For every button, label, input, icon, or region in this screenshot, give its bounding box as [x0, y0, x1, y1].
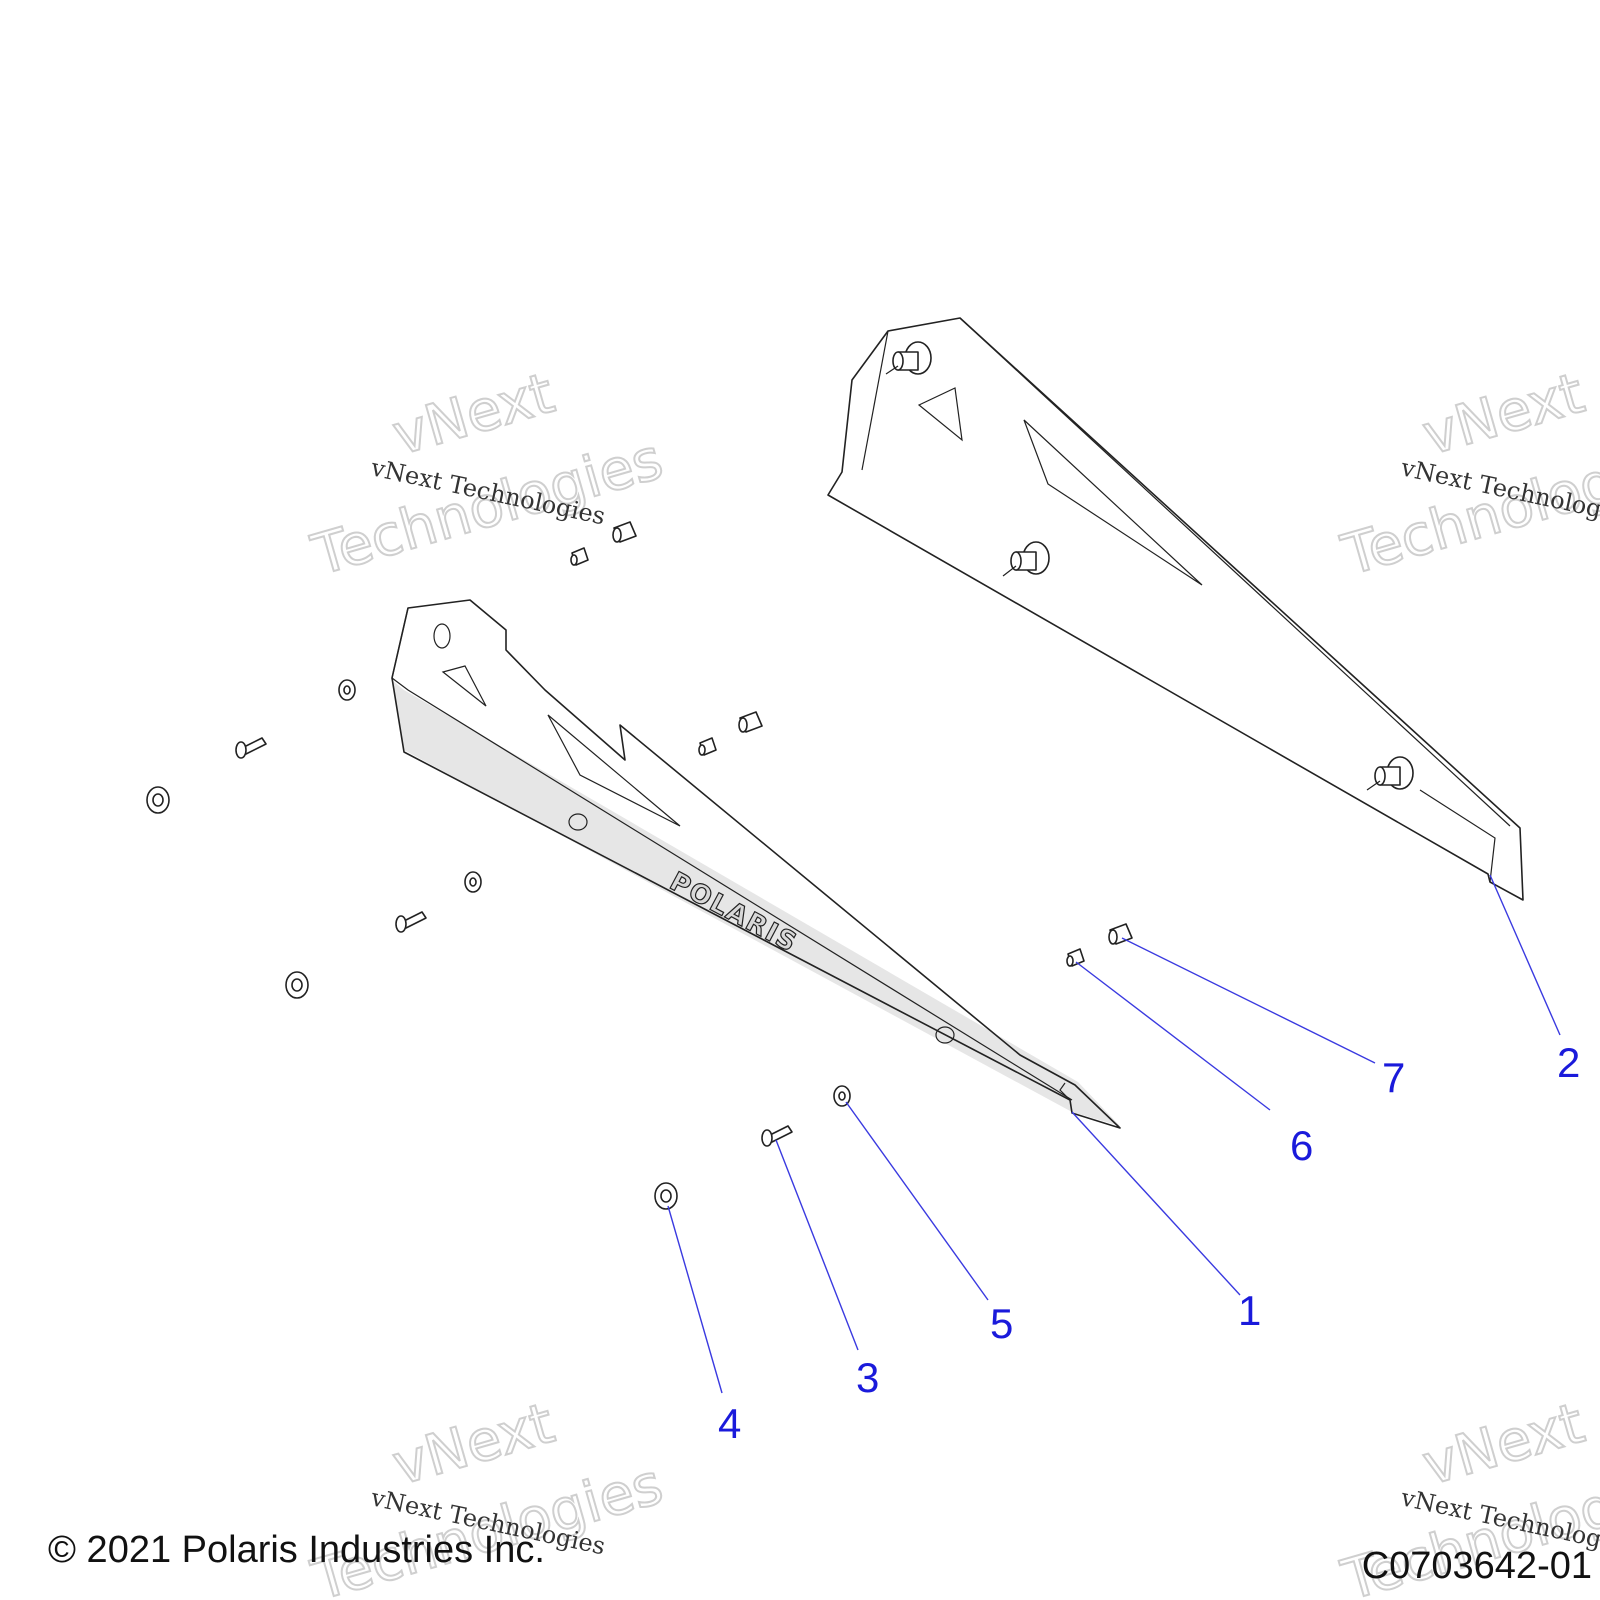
grommet-upper [146, 786, 170, 814]
callout-5[interactable]: 5 [990, 1300, 1013, 1347]
copyright-text: © 2021 Polaris Industries Inc. [48, 1529, 545, 1571]
leader-4 [667, 1205, 723, 1394]
panel-triangle-cutout [917, 387, 963, 442]
leader-3 [775, 1139, 859, 1351]
callout-1[interactable]: 1 [1238, 1287, 1261, 1334]
grommet-middle [285, 971, 309, 999]
clip-upper-a [570, 547, 589, 566]
watermark-top-right: vNext Technologies vNext Technologies [1334, 360, 1600, 590]
leader-2 [1489, 874, 1561, 1036]
guard-slot-cutout [547, 714, 681, 827]
panel-stud-bottom [1366, 756, 1414, 791]
watermark-big-2: Technologies [305, 427, 670, 589]
watermark-top-left: vNext Technologies vNext Technologies [304, 360, 671, 590]
panel-stud-middle [1002, 541, 1050, 577]
leader-6 [1075, 961, 1271, 1111]
guard-hole-top [433, 623, 451, 649]
callout-6[interactable]: 6 [1290, 1122, 1313, 1169]
leader-5 [845, 1101, 989, 1301]
washer-upper [338, 679, 356, 701]
leader-1 [1071, 1111, 1241, 1296]
part-5-washer [833, 1085, 851, 1107]
guard-triangle-cutout [441, 665, 487, 707]
watermark-big-1: vNext [1416, 361, 1591, 469]
callout-3[interactable]: 3 [856, 1354, 879, 1401]
callout-4[interactable]: 4 [718, 1400, 741, 1447]
callout-2[interactable]: 2 [1557, 1039, 1580, 1086]
part-7-clip [1108, 923, 1133, 945]
watermark-big-1: vNext [1416, 1391, 1591, 1499]
washer-middle [464, 871, 482, 893]
guard-hole-end [935, 1026, 955, 1044]
watermark-big-1: vNext [386, 361, 561, 469]
clip-mid-a [698, 737, 717, 756]
bolt-middle [395, 911, 427, 933]
guard-hole-mid [568, 813, 588, 831]
part-2-panel [827, 317, 1524, 901]
part-6-clip [1066, 948, 1085, 967]
panel-slot-cutout [1023, 419, 1203, 586]
panel-stud-top [885, 341, 932, 375]
callout-7[interactable]: 7 [1382, 1054, 1405, 1101]
leader-7 [1121, 937, 1376, 1064]
part-3-bolt [761, 1125, 793, 1147]
part-4-grommet [654, 1182, 678, 1210]
drawing-number: C0703642-01 [1362, 1545, 1592, 1587]
bolt-upper [235, 737, 267, 759]
clip-upper-b [612, 521, 637, 543]
clip-mid-b [738, 711, 763, 733]
part-1-guard: POLARIS [391, 599, 1121, 1129]
watermark-big-1: vNext [386, 1391, 561, 1499]
